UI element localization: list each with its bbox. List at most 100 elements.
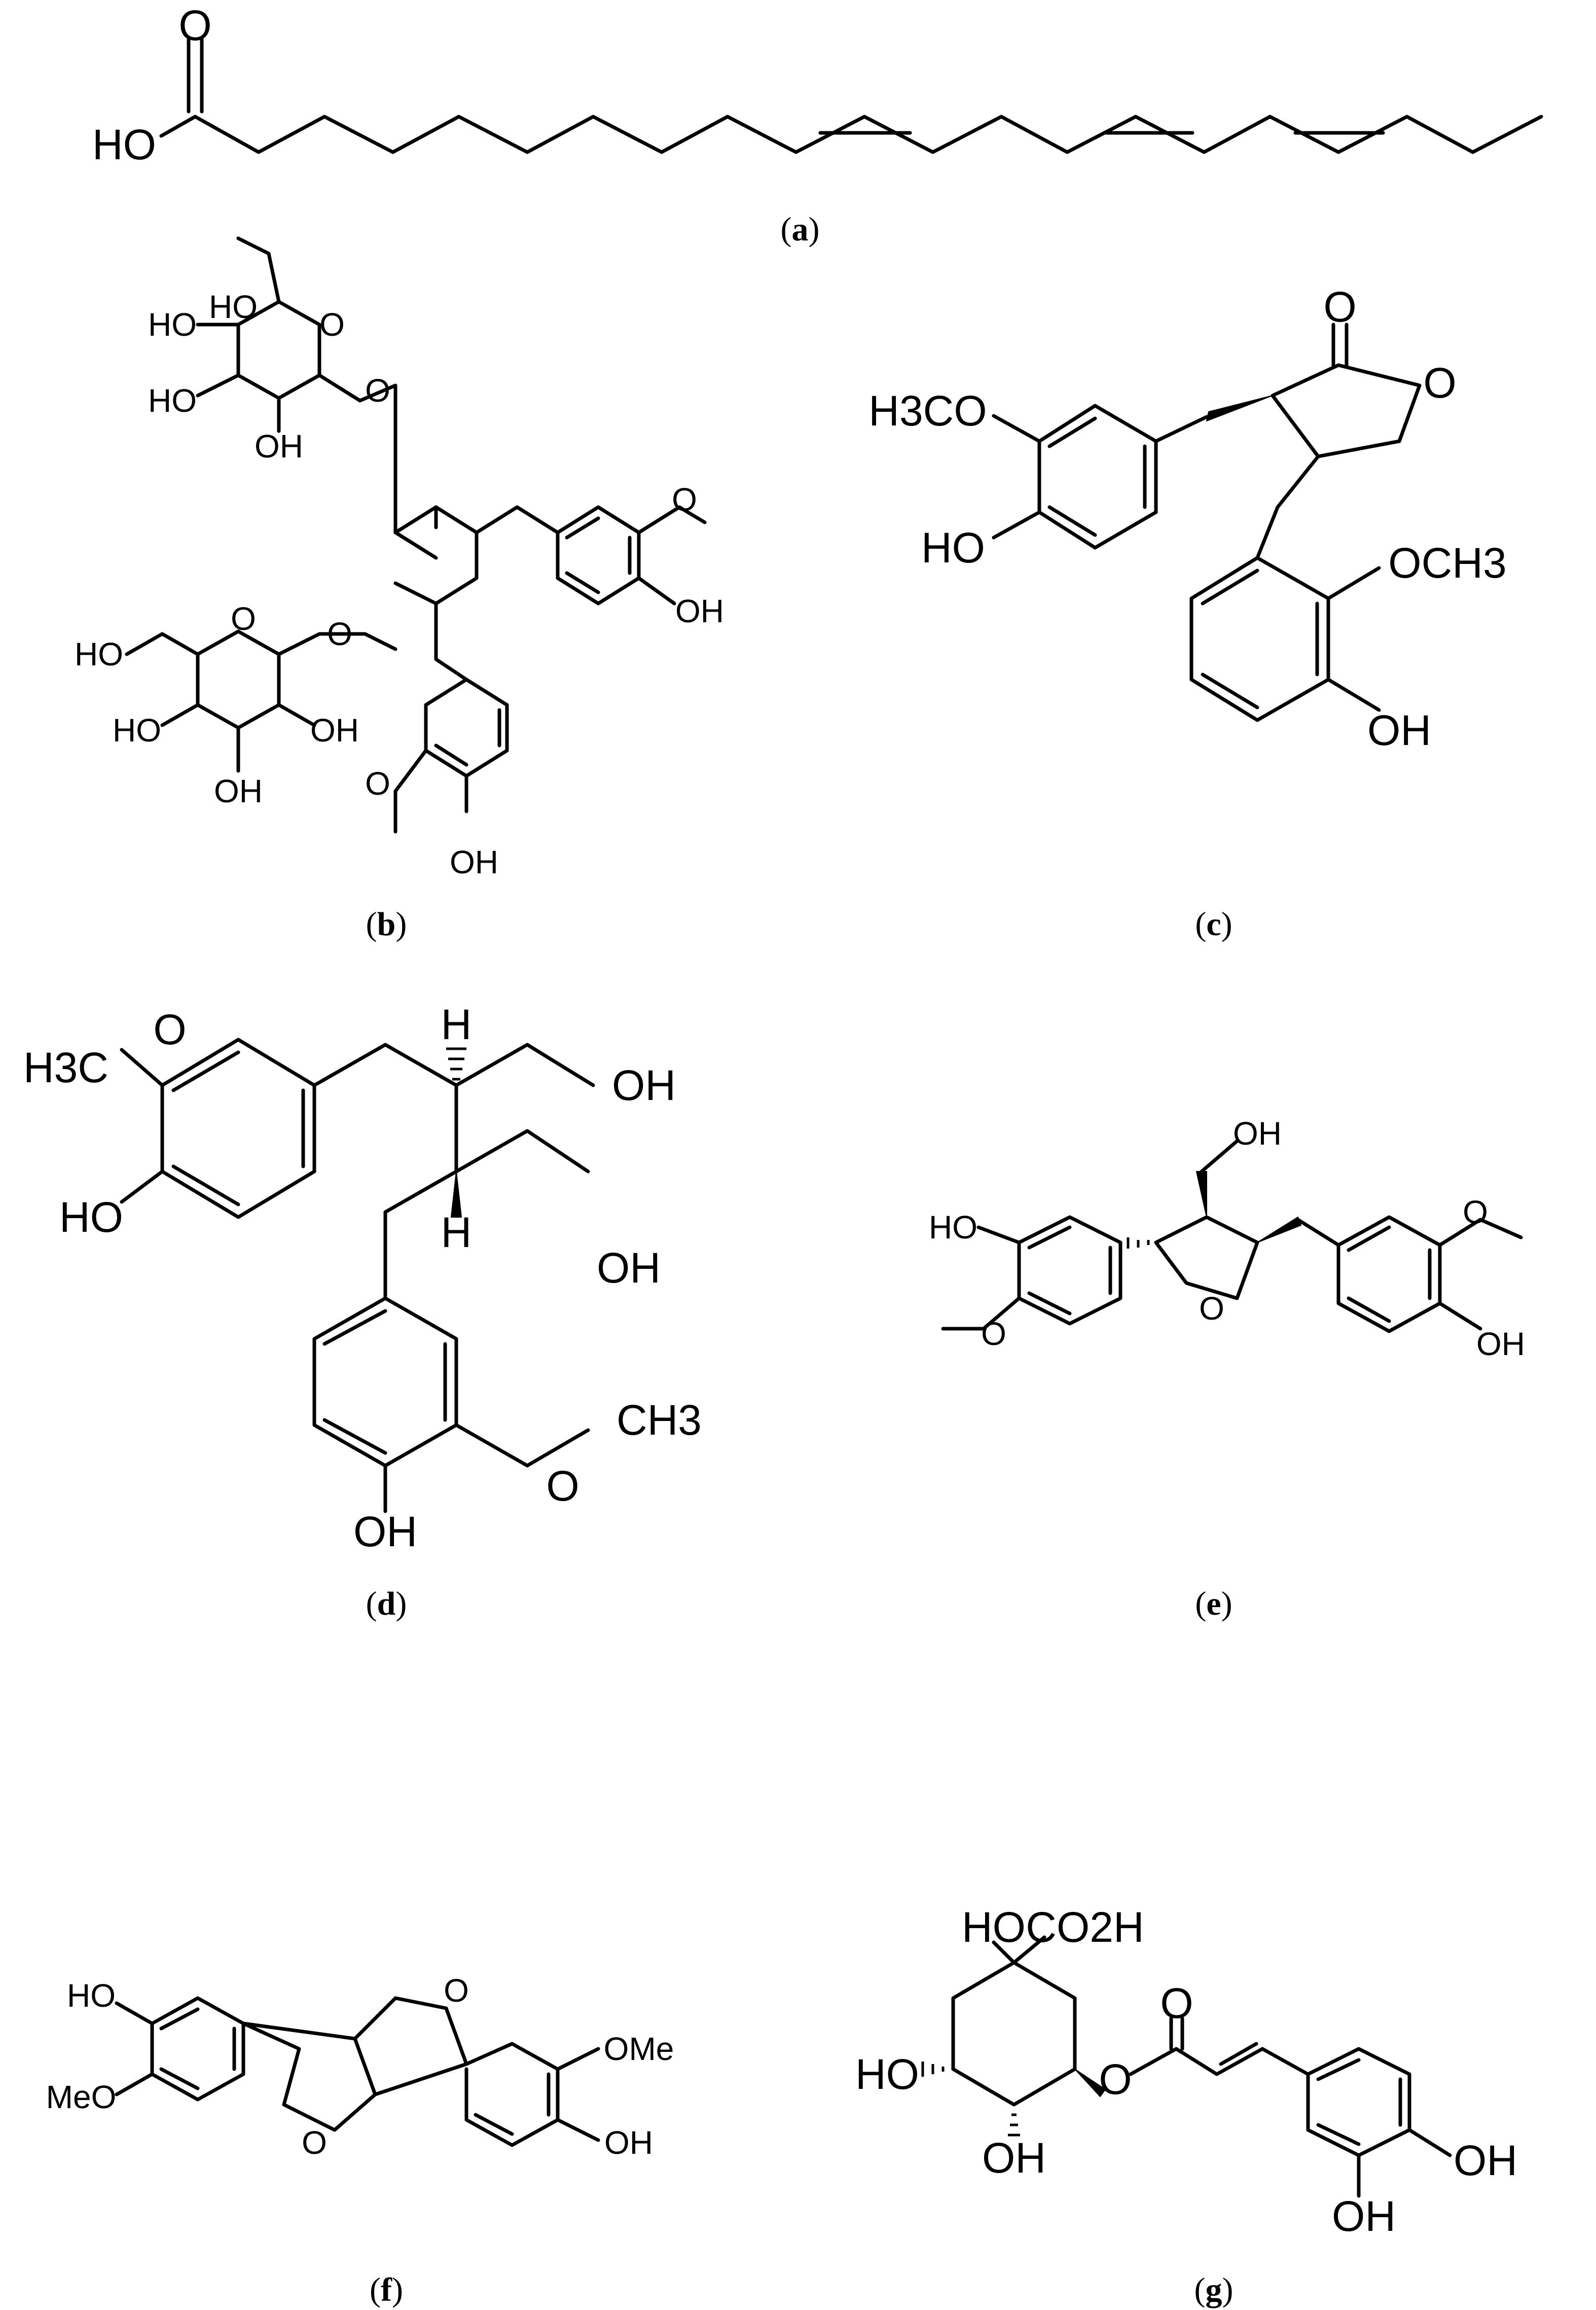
- aryl-ring-1-inner-e: [1027, 1225, 1112, 1316]
- aryl-ring-2-inner-d: [322, 1309, 447, 1455]
- atom-label: O: [1463, 1194, 1488, 1230]
- aryl-substituents-2-e: [1438, 1218, 1523, 1331]
- caption-g: (g): [1194, 2271, 1234, 2308]
- atom-label: CH3: [616, 1396, 702, 1444]
- atom-label: O: [546, 1462, 579, 1510]
- benzyl-e: [1296, 1218, 1340, 1247]
- atom-label: OH: [310, 712, 359, 749]
- atom-label: OH: [255, 428, 303, 465]
- atom-label: O: [327, 616, 352, 652]
- aryl-ring-2-b: [424, 678, 509, 778]
- bonds-oh-1: [196, 323, 281, 433]
- wedge-e-2: [1257, 1217, 1301, 1243]
- hash-ho-g: [921, 2062, 945, 2077]
- benzyl-1-c: [1154, 415, 1209, 443]
- aryl-ring-2-inner-c: [1201, 568, 1319, 709]
- aryl-ring-1-e: [1017, 1215, 1122, 1326]
- aryl-ring-1-inner-b: [565, 516, 632, 594]
- atom-label: O: [1160, 1979, 1193, 2027]
- backbone-b: [393, 505, 479, 606]
- atom-label: OH: [604, 2124, 653, 2161]
- aryl-substituents-2-c: [1326, 566, 1381, 712]
- bond-ch2oh-1: [236, 236, 281, 304]
- aryl-ring-2-inner-f: [474, 2072, 551, 2136]
- atom-label: HO: [59, 1193, 123, 1241]
- caption-b: (b): [366, 906, 407, 943]
- caption-c: (c): [1195, 906, 1232, 943]
- atom-label: O: [672, 481, 697, 518]
- chain-bottom-d: [454, 1129, 590, 1174]
- atom-label: CO2H: [1026, 1903, 1144, 1951]
- atom-label: OH: [982, 2134, 1046, 2182]
- atom-label: O: [1323, 283, 1356, 331]
- cyclohexane-ring-g: [951, 1961, 1077, 2107]
- wedge-d: [451, 1171, 462, 1218]
- atom-label: O: [365, 765, 390, 802]
- bond-o-ch3-d: [525, 1428, 590, 1468]
- aryl-ring-g: [1306, 2047, 1411, 2157]
- aryl-ring-1-b: [556, 505, 641, 606]
- aryl-ring-1-inner-d: [171, 1050, 305, 1206]
- thf-ring-e: [1154, 1215, 1259, 1300]
- aryl-ring-1-d: [160, 1038, 316, 1219]
- atom-label: OCH3: [1388, 539, 1506, 587]
- atom-label: OH: [1367, 706, 1431, 754]
- atom-label: HO: [929, 1209, 977, 1246]
- aryl-substituents-1-d: [120, 1048, 164, 1204]
- wedge-e-1: [1196, 1171, 1207, 1218]
- aryl-ring-2-c: [1189, 556, 1330, 722]
- atom-label: OH: [450, 844, 498, 880]
- atom-label: OH: [1233, 1115, 1282, 1152]
- atom-label: MeO: [46, 2079, 117, 2115]
- bond-link-2: [277, 632, 397, 656]
- caption-d: (d): [366, 1585, 407, 1622]
- hash-bond-d: [446, 1047, 466, 1081]
- aryl-ring-2-inner-b: [434, 708, 501, 767]
- atom-label: HO: [113, 712, 161, 749]
- structure-b: HO HO HO OH O O HO O O HO OH OH O OH O O…: [75, 236, 724, 880]
- atom-label: HO: [148, 306, 197, 343]
- lactone-carbonyl-c: [1331, 323, 1349, 367]
- aryl-substituents-2-f: [556, 2047, 600, 2142]
- atom-label: H: [441, 1001, 472, 1048]
- atom-label: O: [1423, 359, 1456, 407]
- structure-e: OH HO O O O OH: [929, 1115, 1525, 1362]
- bond-oh-a: [159, 115, 197, 138]
- atom-label: O: [981, 1316, 1006, 1352]
- atom-label: HO: [75, 636, 123, 672]
- aryl-substituents-2-d: [383, 1423, 529, 1513]
- caption-f: (f): [370, 2271, 403, 2308]
- aryl-substituents-1-b: [637, 505, 707, 606]
- ester-chain-g: [1129, 2047, 1264, 2076]
- aryl-ring-2-e: [1336, 1215, 1442, 1333]
- aryl-substituents-2-b: [393, 749, 468, 834]
- atom-label: OH: [675, 593, 724, 629]
- aryl-ring-1-inner-c: [1047, 416, 1147, 537]
- aryl-substituents-1-f: [115, 2001, 154, 2096]
- hash-oh-g: [1008, 2113, 1020, 2137]
- atom-label: HO: [148, 382, 197, 419]
- atom-label: HO: [92, 121, 156, 168]
- atom-label: H3CO: [868, 387, 987, 435]
- benzyl-1-b: [434, 505, 560, 535]
- atom-label: H3C: [23, 1044, 108, 1091]
- bond-link-1: [317, 373, 438, 560]
- atom-label: O: [153, 1006, 186, 1053]
- atom-label: OH: [1454, 2137, 1517, 2184]
- aryl-ring-1-inner-f: [159, 2007, 236, 2090]
- aryl-ring-1-f: [150, 1996, 245, 2102]
- atom-label: OMe: [604, 2031, 674, 2067]
- atom-label: HO: [855, 2050, 919, 2098]
- structure-c: O O H3CO HO OCH3 OH: [868, 283, 1506, 754]
- bridge-f: [464, 2042, 514, 2066]
- atom-label: HO: [962, 1903, 1026, 1951]
- atom-label: OH: [1332, 2192, 1396, 2240]
- hash-bond-e: [1127, 1237, 1150, 1249]
- atom-label: O: [302, 2124, 327, 2161]
- glucose-ring-2: [196, 629, 281, 730]
- atom-label: HO: [67, 1977, 116, 2014]
- bond-carbonyl-a: [187, 38, 204, 114]
- atom-label: OH: [214, 773, 263, 809]
- atom-label: OH: [597, 1244, 661, 1292]
